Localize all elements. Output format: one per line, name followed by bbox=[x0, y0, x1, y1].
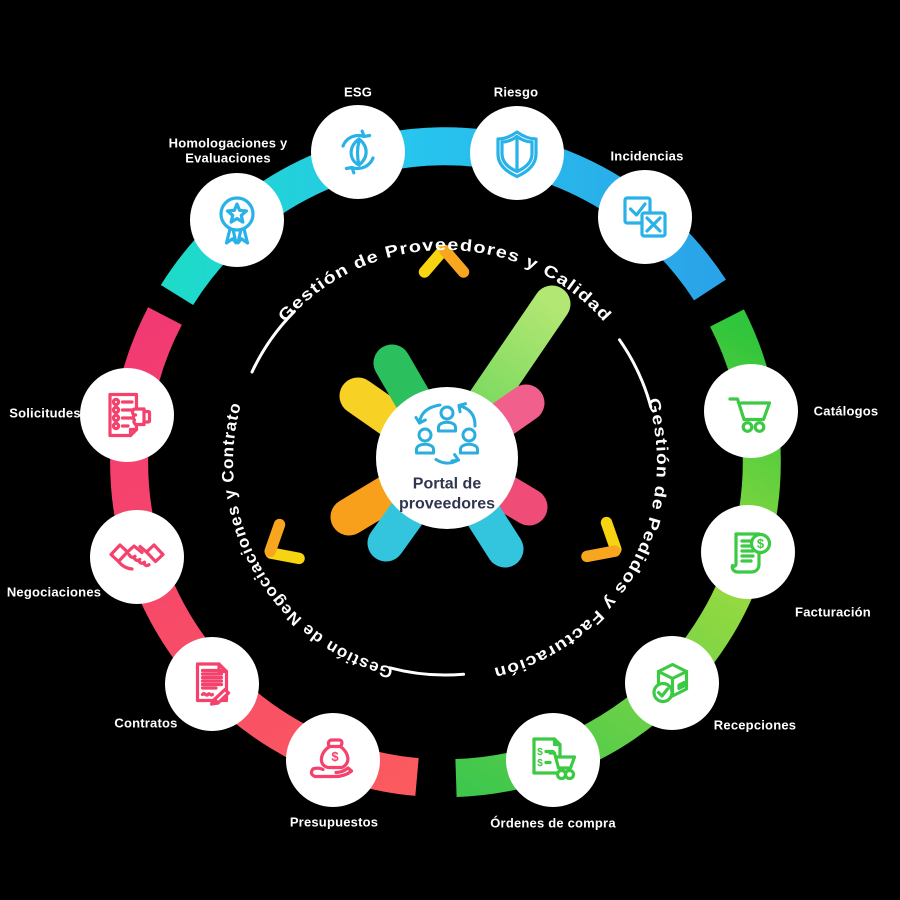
divider-arc bbox=[250, 309, 296, 374]
label-incidencias: Incidencias bbox=[610, 148, 684, 164]
portal-title: Portal de proveedores bbox=[398, 475, 496, 512]
node-solicitudes bbox=[80, 368, 174, 462]
node-recepciones bbox=[625, 636, 719, 730]
node-negociaciones bbox=[90, 510, 184, 604]
checkbox-issues-icon bbox=[623, 196, 667, 238]
node-riesgo bbox=[470, 106, 564, 200]
node-homologaciones bbox=[190, 173, 284, 267]
node-esg bbox=[311, 105, 405, 199]
node-ordenes: $ $ bbox=[506, 713, 600, 807]
node-facturacion: $ bbox=[701, 505, 795, 599]
contract-pen-icon bbox=[195, 662, 231, 706]
node-presupuestos: $ bbox=[286, 713, 380, 807]
label-negociaciones: Negociaciones bbox=[6, 584, 102, 600]
chevron-out-icon-top bbox=[418, 244, 470, 278]
label-solicitudes: Solicitudes bbox=[9, 405, 81, 421]
money-bag-hand-icon: $ bbox=[309, 738, 354, 779]
handshake-icon bbox=[109, 543, 165, 571]
center-circle bbox=[376, 387, 518, 529]
label-riesgo: Riesgo bbox=[493, 84, 539, 100]
shield-icon bbox=[496, 130, 538, 179]
label-homologaciones: Homologaciones y Evaluaciones bbox=[168, 135, 288, 166]
label-facturacion: Facturación bbox=[795, 604, 871, 620]
svg-text:$: $ bbox=[537, 758, 543, 769]
invoice-coin-icon: $ bbox=[730, 532, 772, 574]
node-incidencias bbox=[598, 170, 692, 264]
eco-leaf-icon bbox=[341, 129, 375, 175]
label-esg: ESG bbox=[343, 84, 373, 100]
label-contratos: Contratos bbox=[114, 715, 178, 731]
label-recepciones: Recepciones bbox=[713, 717, 797, 733]
cart-icon bbox=[728, 397, 772, 433]
label-catalogos: Catálogos bbox=[813, 403, 879, 419]
label-ordenes: Órdenes de compra bbox=[490, 815, 616, 831]
node-contratos bbox=[165, 637, 259, 731]
label-presupuestos: Presupuestos bbox=[289, 814, 379, 830]
svg-text:$: $ bbox=[537, 747, 543, 758]
divider-arc bbox=[388, 666, 466, 677]
divider-arcs bbox=[250, 309, 653, 677]
svg-text:$: $ bbox=[331, 749, 339, 764]
svg-text:$: $ bbox=[757, 536, 765, 551]
node-catalogos bbox=[704, 364, 798, 458]
purchase-order-icon: $ $ bbox=[532, 737, 577, 781]
divider-arc bbox=[618, 338, 653, 409]
package-check-icon bbox=[652, 662, 689, 704]
chevron-out-icon-left bbox=[264, 518, 305, 565]
chevron-out-icon-right bbox=[581, 516, 622, 563]
award-icon bbox=[219, 196, 255, 245]
people-network-icon bbox=[414, 402, 479, 465]
request-list-icon bbox=[108, 392, 152, 438]
